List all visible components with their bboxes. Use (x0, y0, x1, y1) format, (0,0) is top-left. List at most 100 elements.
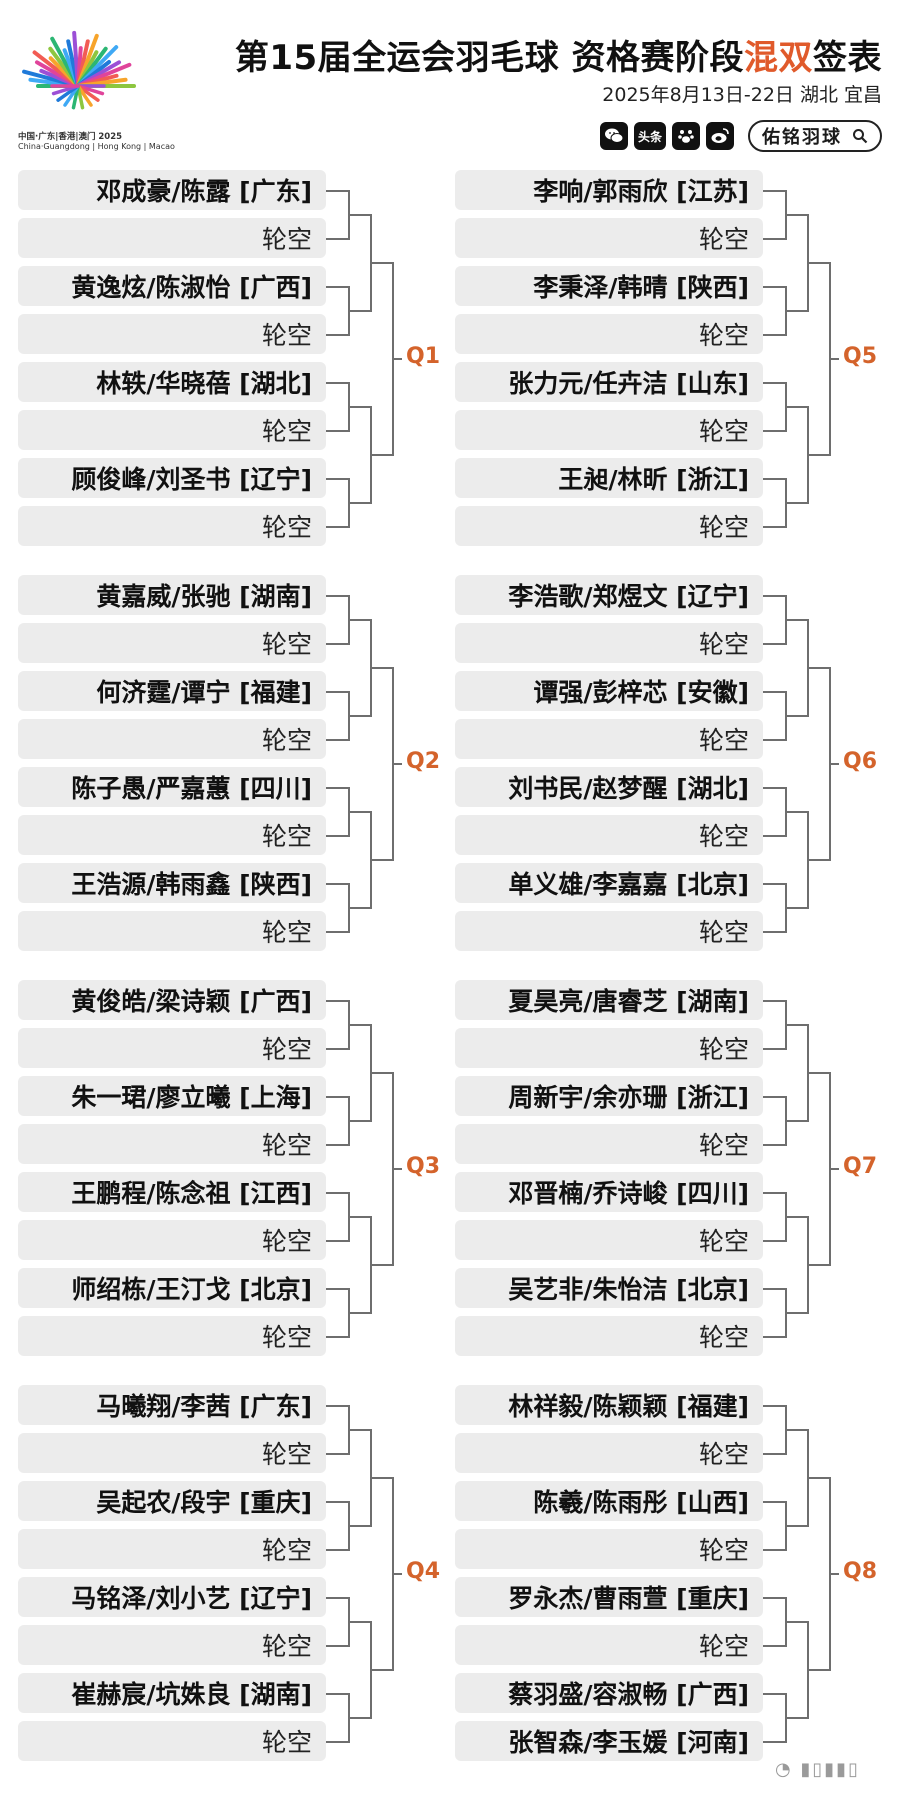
bracket-line (326, 1000, 348, 1002)
bye-slot: 轮空 (455, 1316, 763, 1356)
bracket-line (348, 1429, 370, 1431)
bracket-line (763, 595, 785, 597)
bye-slot: 轮空 (455, 314, 763, 354)
bracket-line (348, 907, 370, 909)
bracket-line (348, 1216, 370, 1218)
bracket-line (807, 1072, 829, 1074)
bye-slot: 轮空 (455, 623, 763, 663)
quarter-q7: 夏昊亮/唐睿芝 [湖南]轮空周新宇/余亦珊 [浙江]轮空邓晋楠/乔诗峻 [四川]… (455, 980, 885, 1360)
bracket-line (785, 1525, 807, 1527)
bracket-line (763, 526, 785, 528)
bracket-line (326, 286, 348, 288)
bracket-line (763, 1453, 785, 1455)
quarter-label: Q5 (843, 344, 878, 369)
bracket-line (370, 262, 392, 264)
bracket-line (326, 190, 348, 192)
title-tail: 签表 (813, 38, 882, 78)
bracket-line (785, 619, 807, 621)
bracket-line (326, 1405, 348, 1407)
bracket-line (785, 1120, 807, 1122)
bracket-line (326, 931, 348, 933)
bracket-line (807, 667, 829, 669)
quarter-label: Q1 (406, 344, 441, 369)
brand-search-box[interactable]: 佑铭羽球 (748, 120, 882, 152)
bracket-line (763, 835, 785, 837)
bracket-line (348, 811, 370, 813)
pair-slot: 黄俊皓/梁诗颖 [广西] (18, 980, 326, 1020)
wechat-icon[interactable] (600, 122, 628, 150)
bracket-line (829, 358, 839, 360)
pair-slot: 王鹏程/陈念祖 [江西] (18, 1172, 326, 1212)
bracket-line (785, 715, 807, 717)
quarter-q4: 马曦翔/李茜 [广东]轮空吴起农/段宇 [重庆]轮空马铭泽/刘小艺 [辽宁]轮空… (18, 1385, 448, 1765)
pair-slot: 李秉泽/韩晴 [陕西] (455, 266, 763, 306)
bracket-line (763, 1288, 785, 1290)
bracket-line (829, 763, 839, 765)
bracket-line (807, 1477, 829, 1479)
bracket-line (807, 1264, 829, 1266)
bracket-line (326, 1192, 348, 1194)
bracket-line (326, 1240, 348, 1242)
bracket-line (392, 1168, 402, 1170)
bye-slot: 轮空 (18, 506, 326, 546)
pair-slot: 黄嘉威/张驰 [湖南] (18, 575, 326, 615)
watermark: ◔ ▮▯▮▮▯ (775, 1759, 860, 1780)
bracket-line (348, 502, 370, 504)
weibo-icon[interactable] (706, 122, 734, 150)
pair-slot: 林轶/华晓蓓 [湖北] (18, 362, 326, 402)
bye-slot: 轮空 (455, 218, 763, 258)
bye-slot: 轮空 (18, 911, 326, 951)
bracket-line (348, 1621, 370, 1623)
bracket-line (326, 643, 348, 645)
pair-slot: 何济霆/谭宁 [福建] (18, 671, 326, 711)
bye-slot: 轮空 (18, 719, 326, 759)
bracket-line (370, 667, 392, 669)
bracket-line (326, 1048, 348, 1050)
pair-slot: 谭强/彭梓芯 [安徽] (455, 671, 763, 711)
bracket-line (370, 1264, 392, 1266)
bracket-line (326, 1501, 348, 1503)
pair-slot: 王浩源/韩雨鑫 [陕西] (18, 863, 326, 903)
pair-slot: 黄逸炫/陈淑怡 [广西] (18, 266, 326, 306)
pair-slot: 崔赫宸/坑姝良 [湖南] (18, 1673, 326, 1713)
bracket-line (763, 931, 785, 933)
pair-slot: 师绍栋/王汀戈 [北京] (18, 1268, 326, 1308)
page-title: 第15届全运会羽毛球 资格赛阶段混双签表 (235, 30, 882, 79)
bracket-line (807, 1669, 829, 1671)
logo-caption-line1: 中国·广东|香港|澳门 2025 (18, 132, 123, 142)
bracket-line (370, 454, 392, 456)
bracket-line (763, 1192, 785, 1194)
bye-slot: 轮空 (18, 218, 326, 258)
bracket-line (326, 1453, 348, 1455)
pair-slot: 刘书民/赵梦醒 [湖北] (455, 767, 763, 807)
bracket-line (763, 1144, 785, 1146)
pair-slot: 马铭泽/刘小艺 [辽宁] (18, 1577, 326, 1617)
bye-slot: 轮空 (455, 1220, 763, 1260)
bracket-line (370, 859, 392, 861)
bracket-line (763, 334, 785, 336)
bye-slot: 轮空 (18, 410, 326, 450)
quarter-label: Q2 (406, 749, 441, 774)
pair-slot: 陈子愚/严嘉蕙 [四川] (18, 767, 326, 807)
bracket-line (785, 214, 807, 216)
bye-slot: 轮空 (455, 1625, 763, 1665)
bracket-line (763, 1405, 785, 1407)
bracket-line (370, 1477, 392, 1479)
pair-slot: 周新宇/余亦珊 [浙江] (455, 1076, 763, 1116)
bracket-line (785, 1621, 807, 1623)
quarter-label: Q6 (843, 749, 878, 774)
bracket-line (763, 382, 785, 384)
paw-icon[interactable] (672, 122, 700, 150)
toutiao-icon[interactable]: 头条 (634, 122, 666, 150)
flower-logo-icon (22, 30, 136, 110)
bye-slot: 轮空 (455, 815, 763, 855)
title-main: 第15届全运会羽毛球 资格赛阶段 (234, 38, 744, 78)
bracket-line (785, 907, 807, 909)
bracket-line (326, 1336, 348, 1338)
bracket-line (829, 1573, 839, 1575)
bye-slot: 轮空 (18, 1028, 326, 1068)
bracket-line (326, 1096, 348, 1098)
bracket-line (326, 1549, 348, 1551)
bracket-line (763, 739, 785, 741)
search-icon[interactable] (852, 128, 868, 144)
